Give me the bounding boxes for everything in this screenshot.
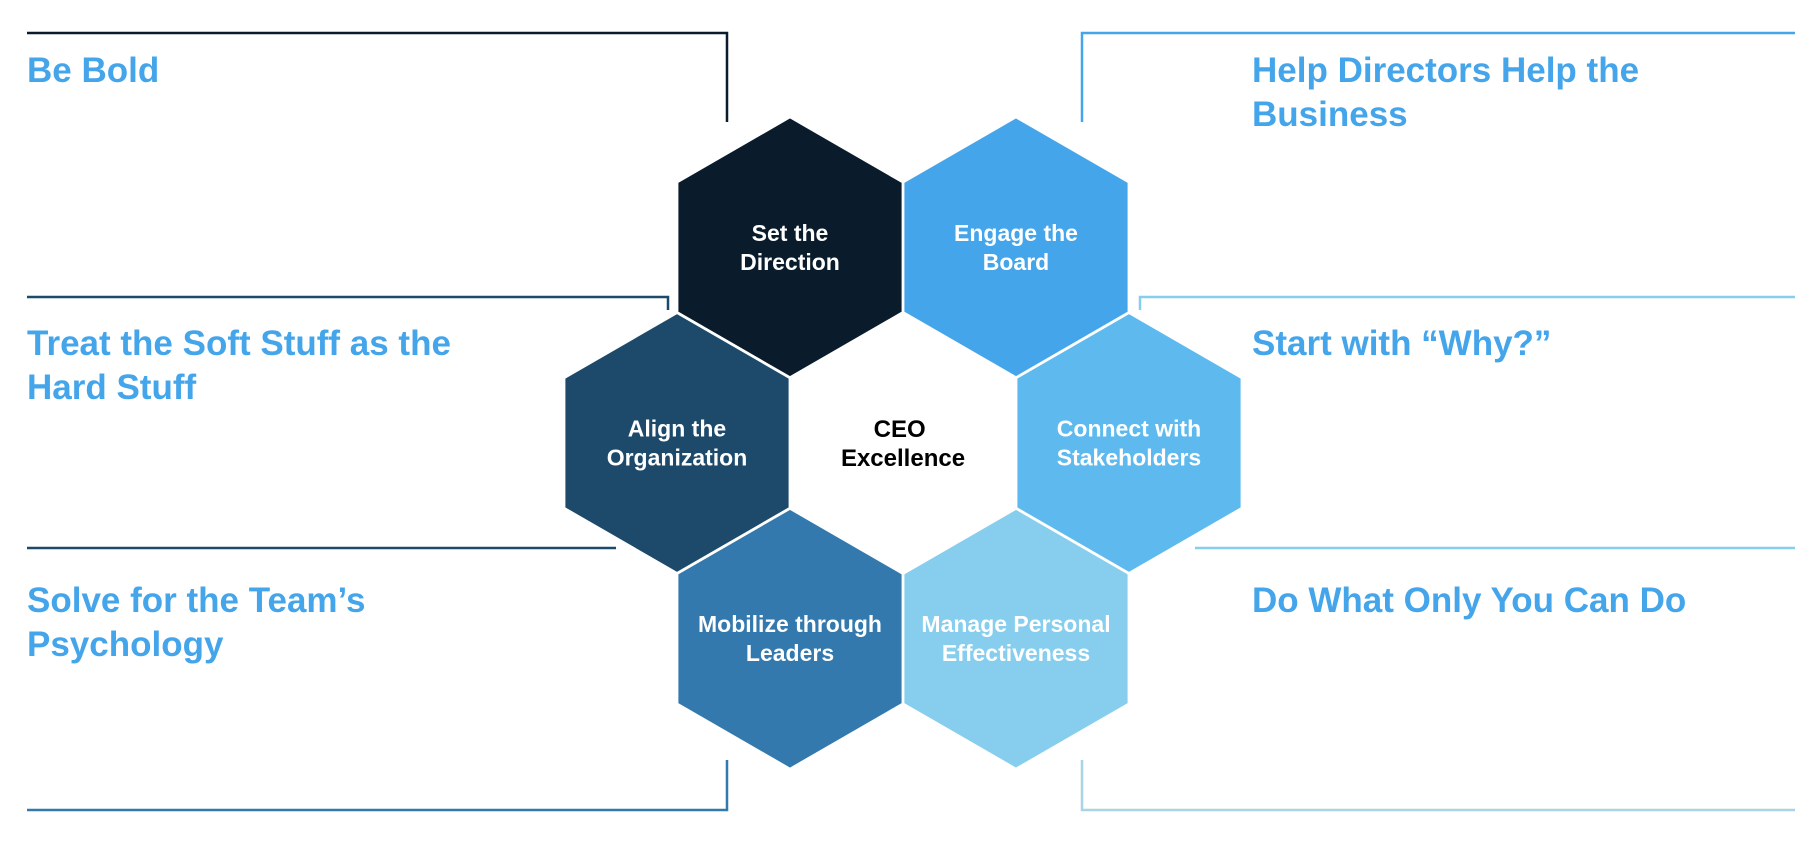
practice-line: Psychology: [27, 625, 224, 664]
practice-solve-team-psychology: Solve for the Team’s Psychology: [27, 579, 587, 667]
practice-line: Be Bold: [27, 51, 160, 90]
hexagon-label-line: Engage the: [954, 220, 1078, 246]
practice-line: Business: [1252, 95, 1408, 134]
center-label: CEO Excellence: [841, 416, 965, 472]
hexagon-label-line: Board: [983, 249, 1049, 275]
hexagon-label-line: Leaders: [746, 640, 834, 666]
practice-line: Treat the Soft Stuff as the: [27, 324, 451, 363]
center-label-line-1: CEO: [874, 416, 926, 443]
bracket-line-bottom-left: [27, 760, 729, 812]
bracket-line-middle-left: [27, 295, 670, 310]
hexagon-label-line: Organization: [607, 445, 748, 471]
hexagon-label-line: Effectiveness: [942, 640, 1090, 666]
hexagon-label-line: Mobilize through: [698, 611, 882, 637]
practice-line: Help Directors Help the: [1252, 51, 1640, 90]
practice-start-with-why: Start with “Why?”: [1252, 322, 1792, 366]
hexagon-label-line: Set the: [752, 220, 829, 246]
practice-do-what-only-you-can-do: Do What Only You Can Do: [1252, 579, 1792, 623]
hexagon-label-line: Manage Personal: [921, 611, 1110, 637]
bracket-line-top-left: [27, 31, 729, 122]
practice-line: Solve for the Team’s: [27, 581, 366, 620]
bracket-line-top-right: [1080, 31, 1795, 122]
practice-line: Hard Stuff: [27, 368, 197, 407]
practice-be-bold: Be Bold: [27, 49, 587, 93]
bracket-line-middle-right: [1138, 295, 1795, 310]
bracket-line-bottom-right: [1080, 760, 1795, 812]
hexagon-label-line: Direction: [740, 249, 840, 275]
practice-line: Do What Only You Can Do: [1252, 581, 1687, 620]
practice-treat-soft-stuff: Treat the Soft Stuff as the Hard Stuff: [27, 322, 587, 410]
center-label-line-2: Excellence: [841, 445, 965, 472]
hexagon-label-line: Align the: [628, 416, 726, 442]
hexagon-label-line: Connect with: [1057, 416, 1201, 442]
hexagon-label-line: Stakeholders: [1057, 445, 1201, 471]
practice-line: Start with “Why?”: [1252, 324, 1552, 363]
practice-help-directors: Help Directors Help the Business: [1252, 49, 1792, 137]
hexagon-shape: [563, 311, 791, 575]
